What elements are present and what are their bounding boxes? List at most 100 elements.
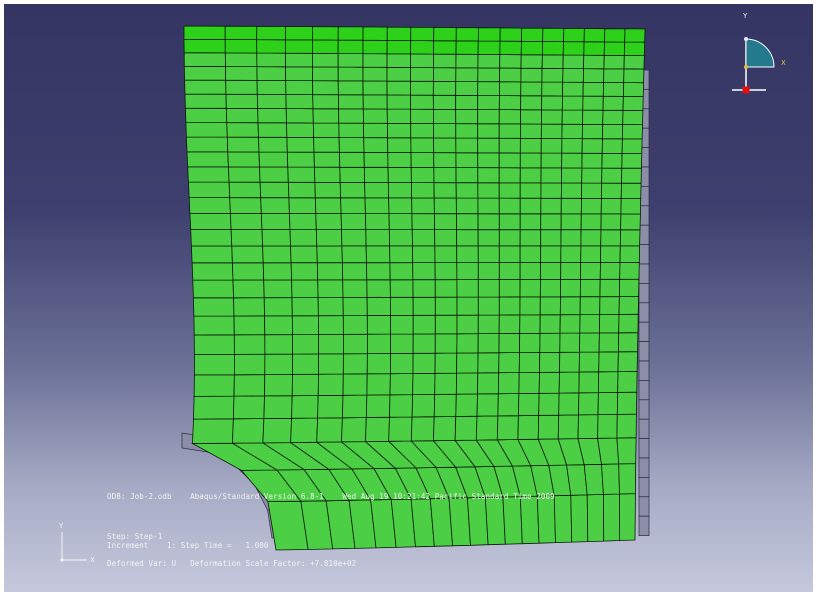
mesh-element: [622, 109, 644, 126]
mesh-element: [290, 417, 319, 444]
mesh-element: [225, 79, 258, 95]
mesh-element: [597, 371, 619, 394]
mesh-element: [598, 313, 620, 334]
mesh-element: [316, 245, 343, 264]
triad-x-label: X: [781, 59, 786, 67]
viewport[interactable]: Y X Y X ODB: Job-2.odb Abaqus/Standard V…: [4, 4, 813, 592]
mesh-element: [621, 152, 643, 169]
mesh-element: [257, 107, 287, 124]
mesh-element: [432, 94, 457, 110]
mesh-element: [233, 334, 266, 355]
mesh-element: [580, 229, 602, 247]
mesh-element: [256, 79, 287, 95]
mesh-element: [260, 212, 291, 230]
mesh-element: [386, 122, 412, 139]
mesh-element: [362, 26, 388, 41]
mesh-element: [477, 197, 500, 215]
triad-center: [744, 65, 748, 69]
mesh-element: [454, 415, 478, 441]
mesh-element: [410, 166, 435, 184]
mesh-element: [286, 136, 315, 153]
mesh-element: [410, 40, 435, 55]
mesh-element: [193, 353, 235, 376]
mesh-element: [497, 372, 520, 395]
mesh-element: [338, 151, 365, 168]
mesh-element: [578, 351, 600, 373]
mesh-element: [337, 94, 364, 110]
mesh-element: [558, 371, 580, 394]
mesh-element: [256, 93, 287, 109]
mesh-element: [386, 66, 411, 82]
mesh-element: [539, 296, 561, 316]
mesh-element: [229, 197, 262, 214]
mesh-element: [497, 393, 520, 417]
mesh-element: [623, 54, 645, 70]
mesh-element: [540, 262, 562, 280]
mesh-element: [185, 122, 228, 138]
undeformed-element: [638, 438, 650, 459]
mesh-element: [498, 152, 521, 169]
mesh-element: [288, 197, 317, 214]
mesh-element: [618, 278, 640, 298]
mesh-element: [553, 494, 573, 544]
mesh-element: [342, 333, 368, 355]
mesh-element: [410, 137, 435, 154]
mesh-element: [577, 414, 599, 440]
undeformed-element: [638, 380, 650, 401]
mesh-element: [315, 229, 343, 247]
mesh-element: [339, 166, 366, 183]
mesh-element: [519, 197, 542, 215]
mesh-element: [285, 66, 314, 82]
mesh-element: [311, 26, 339, 41]
mesh-element: [342, 296, 368, 317]
mesh-element: [224, 52, 258, 68]
mesh-element: [455, 213, 479, 231]
mesh-element: [411, 393, 436, 418]
mesh-element: [601, 138, 623, 154]
mesh-element: [540, 123, 563, 139]
mesh-element: [224, 38, 258, 54]
mesh-element: [193, 315, 235, 336]
mesh-element: [496, 415, 519, 441]
mesh-element: [540, 245, 562, 263]
mesh-element: [498, 123, 521, 139]
global-y-label: Y: [59, 522, 64, 530]
mesh-element: [311, 66, 339, 82]
mesh-element: [183, 25, 226, 40]
mesh-element: [317, 394, 344, 419]
mesh-element: [183, 65, 227, 81]
mesh-element: [600, 213, 622, 231]
mesh-element: [226, 136, 260, 153]
mesh-element: [602, 109, 624, 125]
mesh-element: [602, 95, 624, 111]
mesh-element: [410, 26, 435, 42]
mesh-element: [519, 314, 541, 334]
mesh-element: [624, 28, 646, 43]
mesh-element: [365, 229, 391, 247]
triad-y-label: Y: [743, 12, 748, 20]
mesh-element: [338, 137, 365, 153]
mesh-element: [477, 333, 500, 354]
mesh-element: [455, 94, 479, 110]
mesh-element: [477, 40, 501, 55]
mesh-element: [621, 124, 643, 140]
mesh-element: [582, 68, 605, 83]
mesh-element: [386, 39, 412, 55]
mesh-element: [233, 297, 265, 317]
mesh-element: [233, 353, 266, 376]
mesh-element: [313, 166, 341, 183]
mesh-element: [477, 213, 500, 231]
mesh-element: [386, 80, 411, 96]
mesh-element: [410, 67, 434, 82]
mesh-element: [455, 108, 479, 125]
global-origin: [60, 558, 64, 562]
mesh-plot[interactable]: [4, 4, 813, 592]
mesh-element: [433, 197, 457, 215]
mesh-element: [477, 245, 500, 264]
mesh-element: [620, 197, 642, 215]
mesh-element: [540, 182, 562, 199]
mesh-element: [432, 80, 457, 96]
mesh-element: [311, 39, 339, 54]
mesh-element: [187, 181, 231, 199]
mesh-element: [477, 314, 500, 335]
